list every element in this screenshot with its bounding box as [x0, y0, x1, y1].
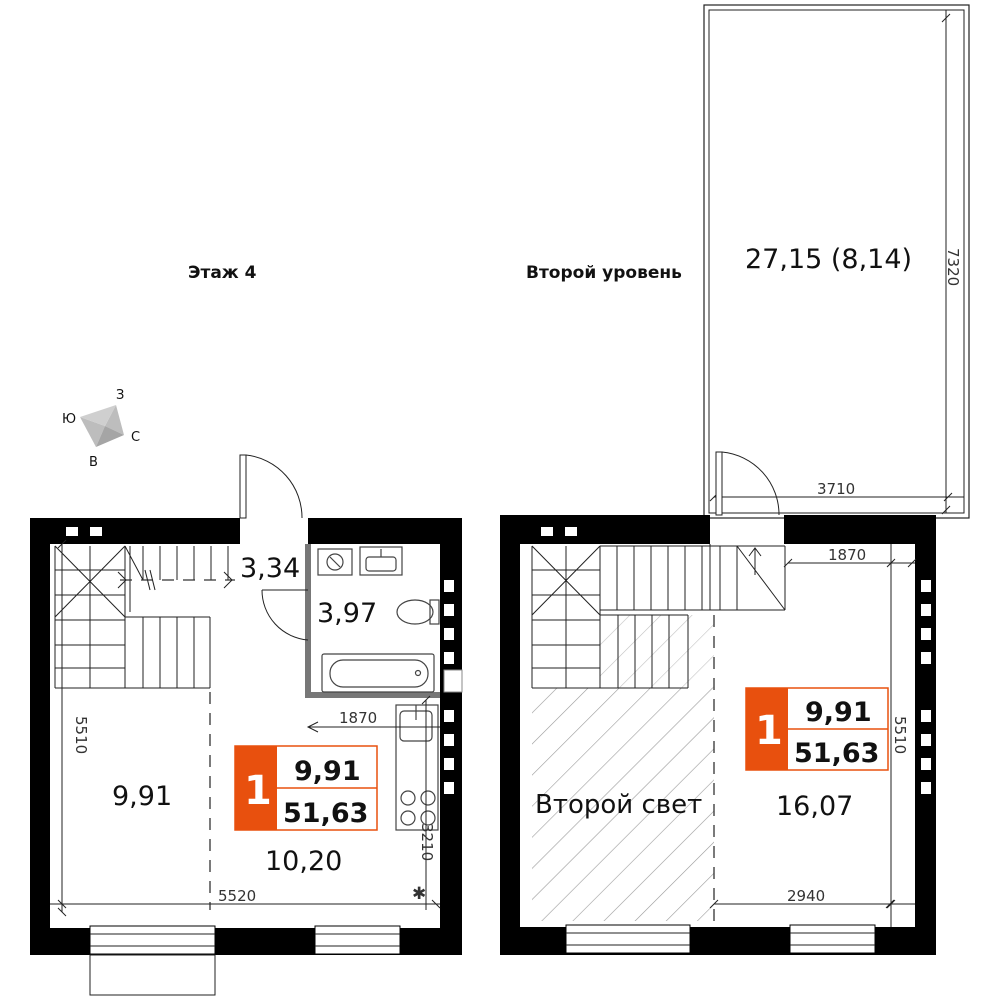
- badge-rooms-upper: 1: [755, 708, 783, 754]
- area-terrace: 27,15 (8,14): [745, 244, 912, 275]
- second-level-label: Второй уровень: [526, 263, 682, 283]
- dim-1870-lower: 1870: [339, 709, 377, 727]
- dim-3710: 3710: [817, 480, 855, 498]
- area-kitchen: 10,20: [265, 846, 342, 877]
- badge-living-lower: 9,91: [294, 756, 361, 787]
- dim-5510-upper: 5510: [891, 716, 909, 754]
- compass-west: З: [116, 388, 124, 403]
- stairs-upper: [531, 544, 786, 689]
- badge-total-upper: 51,63: [794, 738, 879, 769]
- dim-3210: 3210: [418, 823, 436, 861]
- dim-5520: 5520: [218, 887, 256, 905]
- plan-second-level: [500, 4, 970, 955]
- badge-total-lower: 51,63: [283, 798, 368, 829]
- badge-living-upper: 9,91: [805, 697, 872, 728]
- dim-5510-lower: 5510: [72, 716, 90, 754]
- area-bathroom: 3,97: [317, 598, 377, 629]
- badge-rooms-lower: 1: [244, 768, 272, 814]
- dim-2940: 2940: [787, 887, 825, 905]
- floor-4-label: Этаж 4: [188, 263, 257, 283]
- area-hall: 3,34: [240, 553, 300, 584]
- svg-text:✱: ✱: [412, 884, 426, 904]
- plan-floor-4: ✱: [30, 454, 463, 996]
- compass-north: С: [131, 430, 140, 445]
- area-room-left: 9,91: [112, 781, 172, 812]
- apartment-badge-upper: 1 9,91 51,63: [745, 687, 889, 771]
- dim-1870-upper: 1870: [828, 546, 866, 564]
- dim-7320: 7320: [944, 248, 962, 286]
- second-light-label: Второй свет: [535, 790, 702, 820]
- compass-east: В: [89, 455, 98, 470]
- area-room-upper: 16,07: [776, 791, 853, 822]
- stairs-lower: [54, 545, 235, 689]
- compass-south: Ю: [62, 412, 76, 427]
- compass-icon: З Ю С В: [62, 388, 140, 470]
- apartment-badge-lower: 1 9,91 51,63: [234, 745, 378, 831]
